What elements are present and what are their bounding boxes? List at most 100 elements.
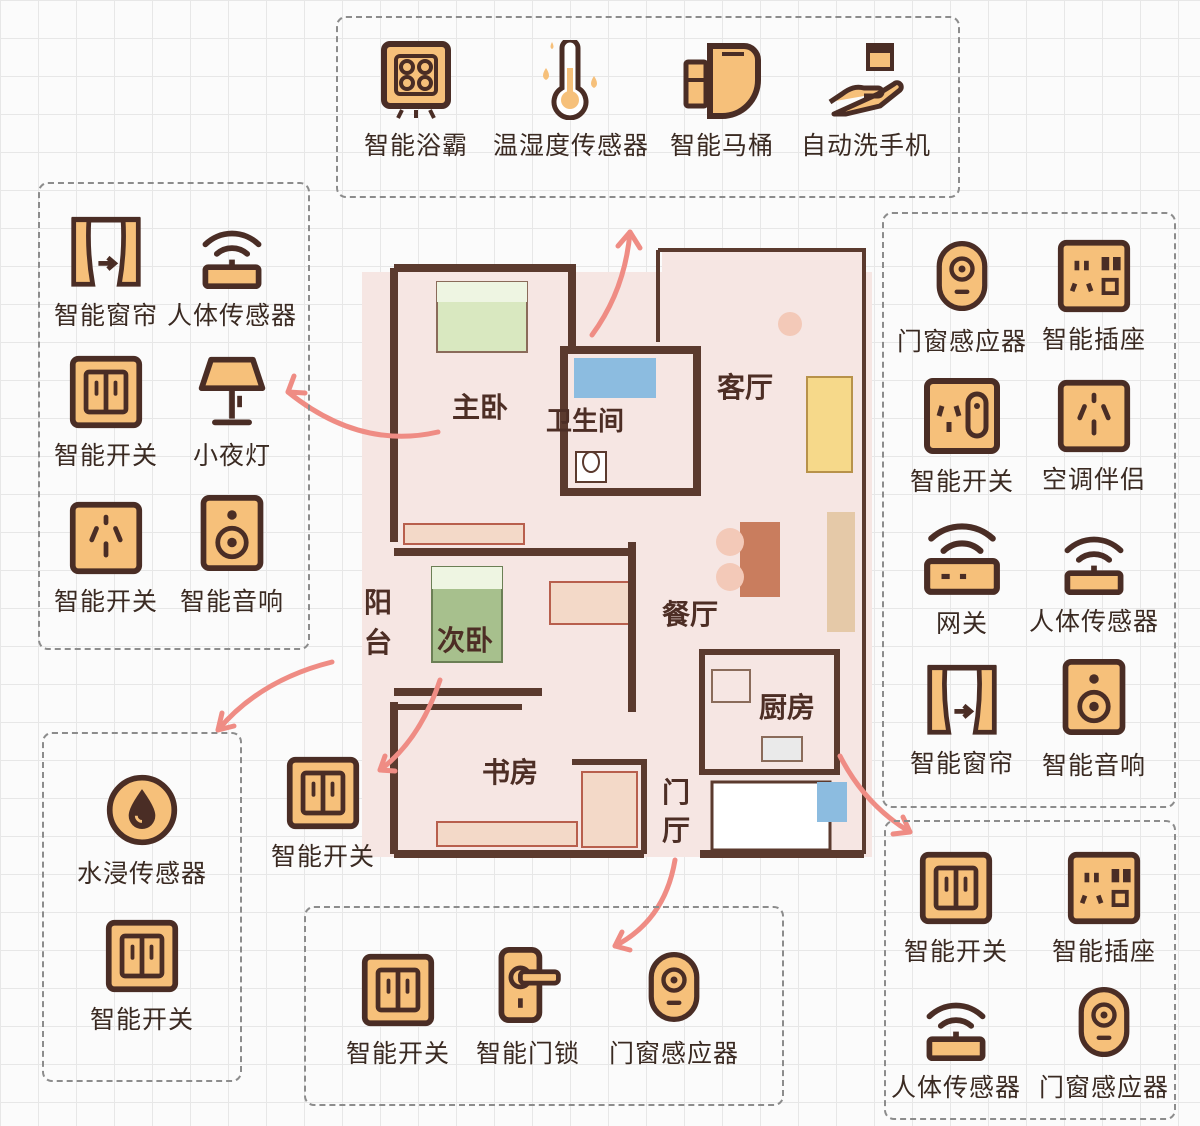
arrow-to-bottom-left-group: [215, 659, 335, 733]
group-balcony-devices: 水浸传感器 智能开关: [42, 732, 242, 1082]
device-label: 网关: [935, 609, 988, 638]
smart-toilet-icon: [682, 40, 762, 120]
device-smart-toilet: 智能马桶: [647, 40, 797, 162]
room-label-second-bedroom: 次卧: [437, 624, 493, 657]
device-label: 门窗感应器: [1038, 1073, 1169, 1102]
device-bath-heater: 智能浴霸: [341, 40, 491, 162]
device-label: 智能插座: [1041, 325, 1146, 354]
water-leak-sensor-icon: [104, 772, 180, 848]
hand-soap-icon: [826, 40, 906, 120]
device-motion-sensor: 人体传感器: [881, 986, 1031, 1104]
gateway-icon: [919, 516, 1005, 598]
device-curtain: 智能窗帘: [31, 214, 181, 332]
room-label-living-room: 客厅: [717, 371, 773, 404]
device-label: 智能开关: [909, 467, 1014, 496]
room-label-entrance-1: 门: [662, 776, 690, 809]
socket-icon: [68, 500, 144, 576]
device-label: 水浸传感器: [76, 859, 207, 888]
group-entrance-devices: 智能开关 智能门锁 门窗感应器: [304, 906, 784, 1106]
room-label-bathroom: 卫生间: [546, 407, 624, 437]
device-label: 智能开关: [53, 441, 158, 470]
device-label: 智能音响: [179, 587, 284, 616]
device-motion-sensor: 人体传感器: [157, 214, 307, 332]
speaker-icon: [1056, 654, 1132, 740]
device-door-sensor: 门窗感应器: [887, 236, 1037, 358]
bath-heater-icon: [376, 40, 456, 120]
group-living-room-devices: 门窗感应器 智能插座 智能开关 空调伴侣 网关 人体传感器 智能窗帘 智能音响: [882, 212, 1176, 808]
night-lamp-icon: [194, 354, 270, 430]
device-label: 门窗感应器: [896, 327, 1027, 356]
device-speaker: 智能音响: [157, 490, 307, 618]
device-study-switch: 智能开关: [248, 755, 398, 873]
room-label-entrance-2: 厅: [662, 814, 690, 847]
door-sensor-icon: [1069, 982, 1139, 1062]
group-kitchen-devices: 智能开关 智能插座 人体传感器 门窗感应器: [884, 820, 1176, 1120]
device-label: 温湿度传感器: [493, 131, 650, 160]
motion-sensor-icon: [918, 986, 994, 1062]
switch-icon: [360, 952, 436, 1028]
device-night-lamp: 小夜灯: [157, 354, 307, 472]
door-sensor-icon: [927, 236, 997, 316]
motion-sensor-icon: [194, 214, 270, 290]
switch-socket-icon: [922, 376, 1002, 456]
device-label: 智能插座: [1051, 937, 1156, 966]
room-label-dining-room: 餐厅: [662, 598, 718, 631]
device-switch: 智能开关: [31, 500, 181, 618]
room-label-kitchen: 厨房: [759, 691, 815, 724]
device-label: 智能开关: [89, 1005, 194, 1034]
device-label: 智能窗帘: [909, 749, 1014, 778]
arrow-head-bottom: [612, 929, 633, 953]
device-label: 小夜灯: [192, 441, 271, 470]
device-door-sensor: 门窗感应器: [599, 946, 749, 1070]
device-door-sensor: 门窗感应器: [1029, 982, 1179, 1104]
switch-icon: [68, 354, 144, 430]
motion-sensor-icon: [1056, 520, 1132, 596]
device-label: 人体传感器: [890, 1073, 1021, 1102]
device-thermo-hygrometer: 温湿度传感器: [493, 40, 650, 162]
device-switch: 智能开关: [323, 952, 473, 1070]
device-power-strip: 智能插座: [1019, 238, 1169, 356]
group-master-bedroom-devices: 智能窗帘 人体传感器 智能开关 小夜灯 智能开关 智能音响: [38, 182, 310, 650]
arrow-head-top: [615, 229, 643, 251]
curtain-icon: [68, 214, 144, 290]
device-switch: 智能开关: [31, 354, 181, 472]
device-label: 智能窗帘: [53, 301, 158, 330]
arrow-to-study-switch: [377, 677, 443, 773]
device-label: 门窗感应器: [608, 1039, 739, 1068]
device-label: 智能门锁: [475, 1039, 580, 1068]
arrow-head-bottom-left: [215, 710, 237, 733]
switch-icon: [285, 755, 361, 831]
switch-icon: [918, 850, 994, 926]
device-water-leak-sensor: 水浸传感器: [67, 772, 217, 890]
device-label: 智能开关: [903, 937, 1008, 966]
curtain-icon: [924, 662, 1000, 738]
device-label: 智能音响: [1041, 751, 1146, 780]
device-gateway: 网关: [887, 516, 1037, 640]
room-label-master-bedroom: 主卧: [452, 391, 508, 424]
device-speaker: 智能音响: [1019, 654, 1169, 782]
group-bathroom-devices: 智能浴霸 温湿度传感器 智能马桶 自动洗手机: [336, 16, 960, 198]
device-label: 空调伴侣: [1041, 465, 1146, 494]
arrow-to-top-group: [589, 229, 633, 338]
thermometer-icon: [528, 40, 608, 120]
arrow-head-bottom-right: [890, 814, 913, 837]
power-strip-icon: [1066, 850, 1142, 926]
door-lock-icon: [490, 942, 566, 1028]
device-switch: 智能开关: [67, 918, 217, 1036]
device-label: 智能开关: [53, 587, 158, 616]
ac-companion-icon: [1056, 378, 1132, 454]
room-label-balcony-1: 阳: [364, 586, 392, 619]
device-door-lock: 智能门锁: [453, 942, 603, 1070]
device-label: 自动洗手机: [800, 131, 931, 160]
device-curtain: 智能窗帘: [887, 662, 1037, 780]
device-power-strip: 智能插座: [1029, 850, 1179, 968]
device-label: 人体传感器: [1028, 607, 1159, 636]
room-label-study: 书房: [482, 756, 538, 789]
speaker-icon: [194, 490, 270, 576]
device-label: 智能开关: [345, 1039, 450, 1068]
arrow-to-bottom-group: [612, 857, 678, 949]
arrow-to-left-group: [285, 389, 441, 439]
arrow-to-bottom-right-group: [837, 753, 913, 835]
device-label: 人体传感器: [166, 301, 297, 330]
